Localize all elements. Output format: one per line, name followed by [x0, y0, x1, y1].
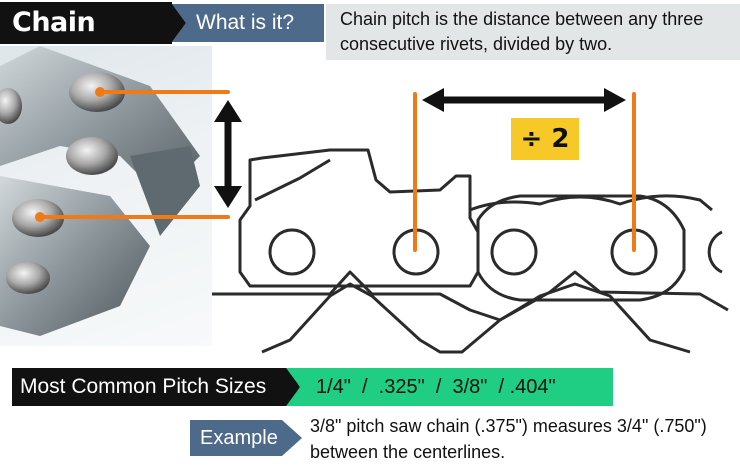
pitch-label-arrow-notch [286, 368, 300, 406]
pitch-sizes-label: Most Common Pitch Sizes [12, 368, 298, 406]
drive-link-lower [261, 282, 691, 354]
horizontal-double-arrow [422, 88, 626, 112]
measure-dot-bottom [35, 212, 45, 222]
page-title: Chain Pitch [0, 2, 172, 80]
pitch-sizes-values: 1/4" / .325" / 3/8" / .404" [286, 368, 613, 406]
diagram-rivet-3 [490, 228, 538, 276]
side-plate-top-edge [469, 194, 713, 212]
cutter-outline [238, 148, 480, 288]
measure-dot-top [95, 87, 105, 97]
subtitle-tag: What is it? [172, 4, 324, 42]
rivet-edge [0, 88, 22, 124]
subtitle-arrow-notch [172, 4, 186, 42]
cutter-inner-outline [254, 158, 331, 202]
drive-link-teeth [212, 270, 729, 322]
tooth-shape [130, 146, 200, 236]
example-tag: Example [190, 420, 302, 456]
example-text: 3/8" pitch saw chain (.375") measures 3/… [310, 416, 707, 462]
rivet-middle [66, 137, 118, 175]
diagram-rivet-5-partial [707, 230, 723, 274]
description-box: Chain pitch is the distance between any … [326, 4, 740, 60]
side-plate-outline [476, 194, 686, 302]
vertical-double-arrow [214, 100, 242, 208]
rivet-bottom [6, 262, 50, 294]
diagram-rivet-1 [268, 228, 316, 276]
divide-by-two-badge: ÷ 2 [511, 118, 579, 160]
